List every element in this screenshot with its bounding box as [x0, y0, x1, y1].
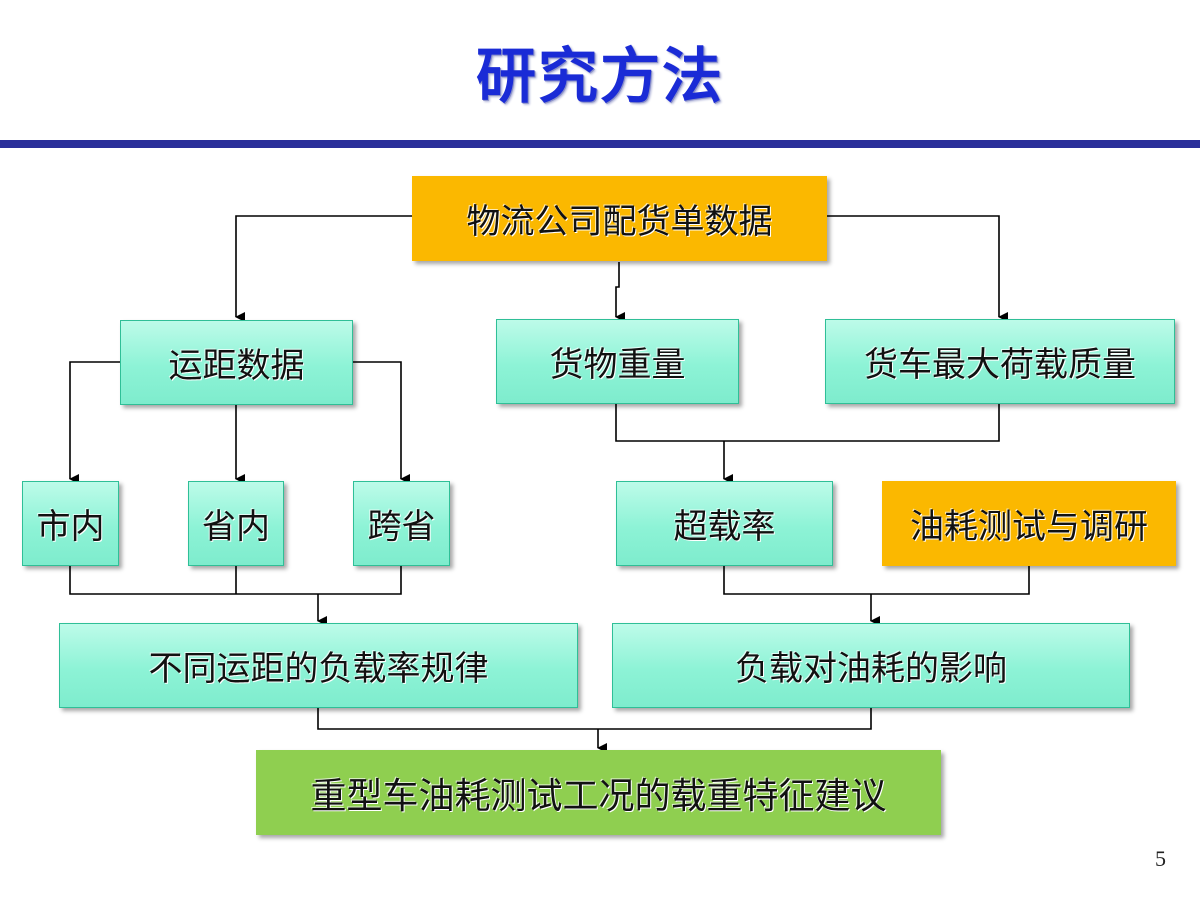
slide-title: 研究方法	[476, 42, 724, 112]
connector-distance-to-cross	[353, 361, 410, 484]
node-truck-capacity: 货车最大荷载质量	[825, 319, 1175, 404]
page-number: 5	[1155, 846, 1166, 871]
connector-categories-merge	[69, 566, 402, 595]
connector-company-to-weight	[615, 262, 625, 322]
node-load-pattern: 不同运距的负载率规律	[59, 623, 578, 708]
connector-distance-to-urban	[69, 361, 120, 484]
node-fuel-test: 油耗测试与调研	[882, 481, 1176, 566]
node-recommendation: 重型车油耗测试工况的载重特征建议	[256, 750, 941, 835]
node-load-fuel-effect: 负载对油耗的影响	[612, 623, 1130, 708]
node-urban: 市内	[22, 481, 119, 566]
connector-company-to-distance	[235, 215, 412, 322]
node-provincial: 省内	[188, 481, 284, 566]
connector-company-to-capacity	[827, 215, 1008, 322]
node-distance-data: 运距数据	[120, 320, 353, 405]
node-company-data: 物流公司配货单数据	[412, 176, 827, 261]
node-cargo-weight: 货物重量	[496, 319, 739, 404]
node-cross-province: 跨省	[353, 481, 450, 566]
title-divider	[0, 140, 1200, 148]
connector-overload-fuel-merge	[723, 566, 1030, 595]
connector-weight-capacity-merge	[615, 404, 1000, 442]
node-overload-rate: 超载率	[616, 481, 833, 566]
connector-results-merge	[317, 708, 872, 730]
